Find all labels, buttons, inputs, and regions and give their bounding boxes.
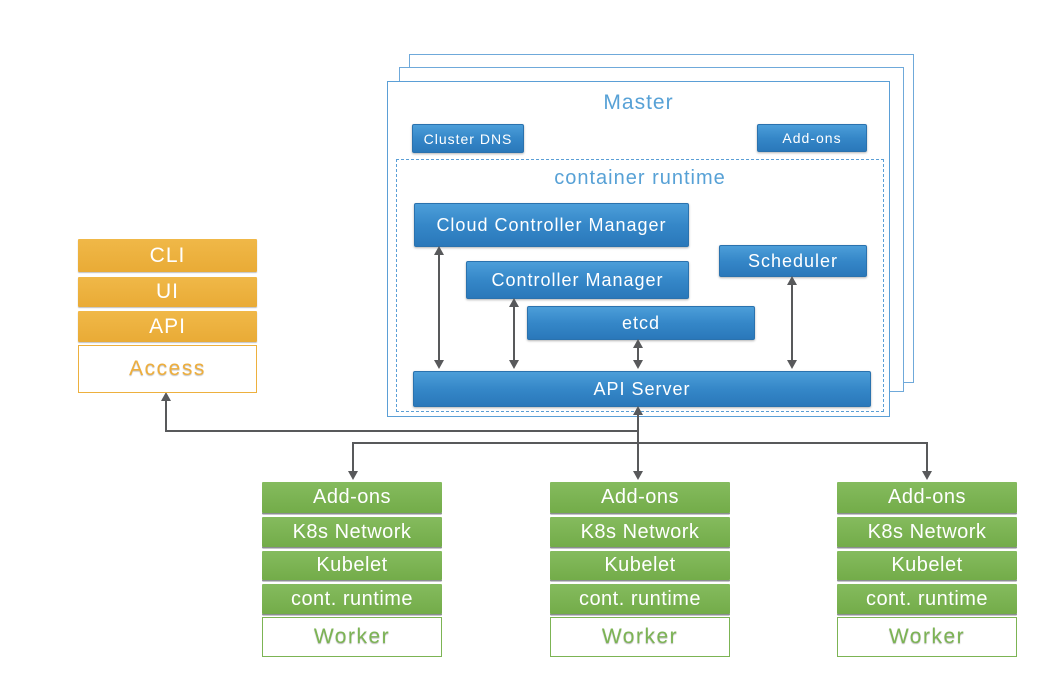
- api-box: API: [78, 311, 257, 342]
- arrow-cm-apiserver-head-down: [509, 360, 519, 369]
- cluster-dns-box: Cluster DNS: [412, 124, 524, 153]
- worker1-k8s-network-box: K8s Network: [262, 517, 442, 547]
- connector-worker1-drop: [352, 442, 354, 473]
- etcd-box: etcd: [527, 306, 755, 340]
- worker1-base-box: Worker: [262, 617, 442, 657]
- arrow-etcd-apiserver-head-down: [633, 360, 643, 369]
- scheduler-box: Scheduler: [719, 245, 867, 277]
- controller-manager-box: Controller Manager: [466, 261, 689, 299]
- arrow-worker2-head-down: [633, 471, 643, 480]
- ui-box: UI: [78, 277, 257, 307]
- arrow-ccm-apiserver-head-down: [434, 360, 444, 369]
- arrow-worker3-head-down: [922, 471, 932, 480]
- worker1-kubelet-box: Kubelet: [262, 551, 442, 580]
- arrow-ccm-apiserver-head-up: [434, 246, 444, 255]
- arrow-worker1-head-down: [348, 471, 358, 480]
- connector-worker3-drop: [926, 442, 928, 473]
- connector-apiserver-access-vertical: [165, 399, 167, 432]
- worker2-kubelet-box: Kubelet: [550, 551, 730, 580]
- master-title: Master: [603, 91, 674, 114]
- worker-node-1: Add-ons K8s Network Kubelet cont. runtim…: [262, 482, 442, 657]
- api-server-box: API Server: [413, 371, 871, 407]
- arrow-scheduler-apiserver-head-down: [787, 360, 797, 369]
- master-addons-box: Add-ons: [757, 124, 867, 152]
- worker-node-2: Add-ons K8s Network Kubelet cont. runtim…: [550, 482, 730, 657]
- arrow-ccm-apiserver-line: [438, 253, 440, 362]
- worker3-addons-box: Add-ons: [837, 482, 1017, 513]
- container-runtime-title: container runtime: [554, 167, 726, 189]
- arrow-cm-apiserver-line: [513, 305, 515, 362]
- arrow-apiserver-trunk-head-up: [633, 406, 643, 415]
- arrow-etcd-apiserver-head-up: [633, 339, 643, 348]
- worker1-addons-box: Add-ons: [262, 482, 442, 513]
- arrow-access-head-up: [161, 392, 171, 401]
- arrow-etcd-apiserver-line: [637, 346, 639, 362]
- worker1-cont-runtime-box: cont. runtime: [262, 584, 442, 614]
- worker-node-3: Add-ons K8s Network Kubelet cont. runtim…: [837, 482, 1017, 657]
- worker3-kubelet-box: Kubelet: [837, 551, 1017, 580]
- arrow-cm-apiserver-head-up: [509, 298, 519, 307]
- worker3-base-box: Worker: [837, 617, 1017, 657]
- connector-apiserver-access-horizontal: [165, 430, 639, 432]
- worker2-k8s-network-box: K8s Network: [550, 517, 730, 547]
- arrow-scheduler-apiserver-line: [791, 283, 793, 362]
- container-runtime-box: container runtime Cloud Controller Manag…: [396, 159, 884, 412]
- worker2-addons-box: Add-ons: [550, 482, 730, 513]
- arrow-scheduler-apiserver-head-up: [787, 276, 797, 285]
- worker3-k8s-network-box: K8s Network: [837, 517, 1017, 547]
- access-base-box: Access: [78, 345, 257, 393]
- worker3-cont-runtime-box: cont. runtime: [837, 584, 1017, 614]
- cli-box: CLI: [78, 239, 257, 272]
- worker2-base-box: Worker: [550, 617, 730, 657]
- access-stack: CLI UI API Access: [78, 239, 257, 393]
- worker2-cont-runtime-box: cont. runtime: [550, 584, 730, 614]
- cloud-controller-manager-box: Cloud Controller Manager: [414, 203, 689, 247]
- connector-workers-bus: [352, 442, 928, 444]
